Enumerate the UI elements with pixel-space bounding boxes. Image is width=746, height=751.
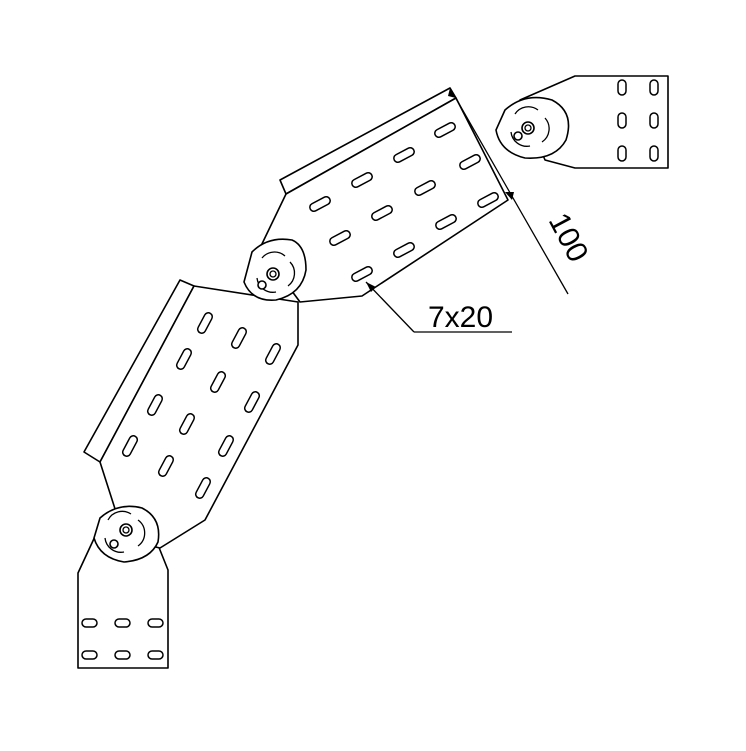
pivot-joint-bottom-left <box>93 505 160 563</box>
tray-segment-upper <box>259 87 509 303</box>
pivot-joint-middle <box>243 238 307 301</box>
tray-segment-lower <box>83 279 299 549</box>
dimension-width-label: 100 <box>542 208 595 268</box>
dimension-slot-label: 7x20 <box>428 301 493 334</box>
bracket-bottom-left-holes <box>81 618 164 660</box>
tray-segment-lower-slots <box>121 312 282 499</box>
dimension-slot: 7x20 <box>365 281 512 334</box>
tray-segment-upper-slots <box>309 121 499 283</box>
pivot-joint-top-right <box>495 96 570 159</box>
bracket-top-right-holes <box>617 79 659 162</box>
